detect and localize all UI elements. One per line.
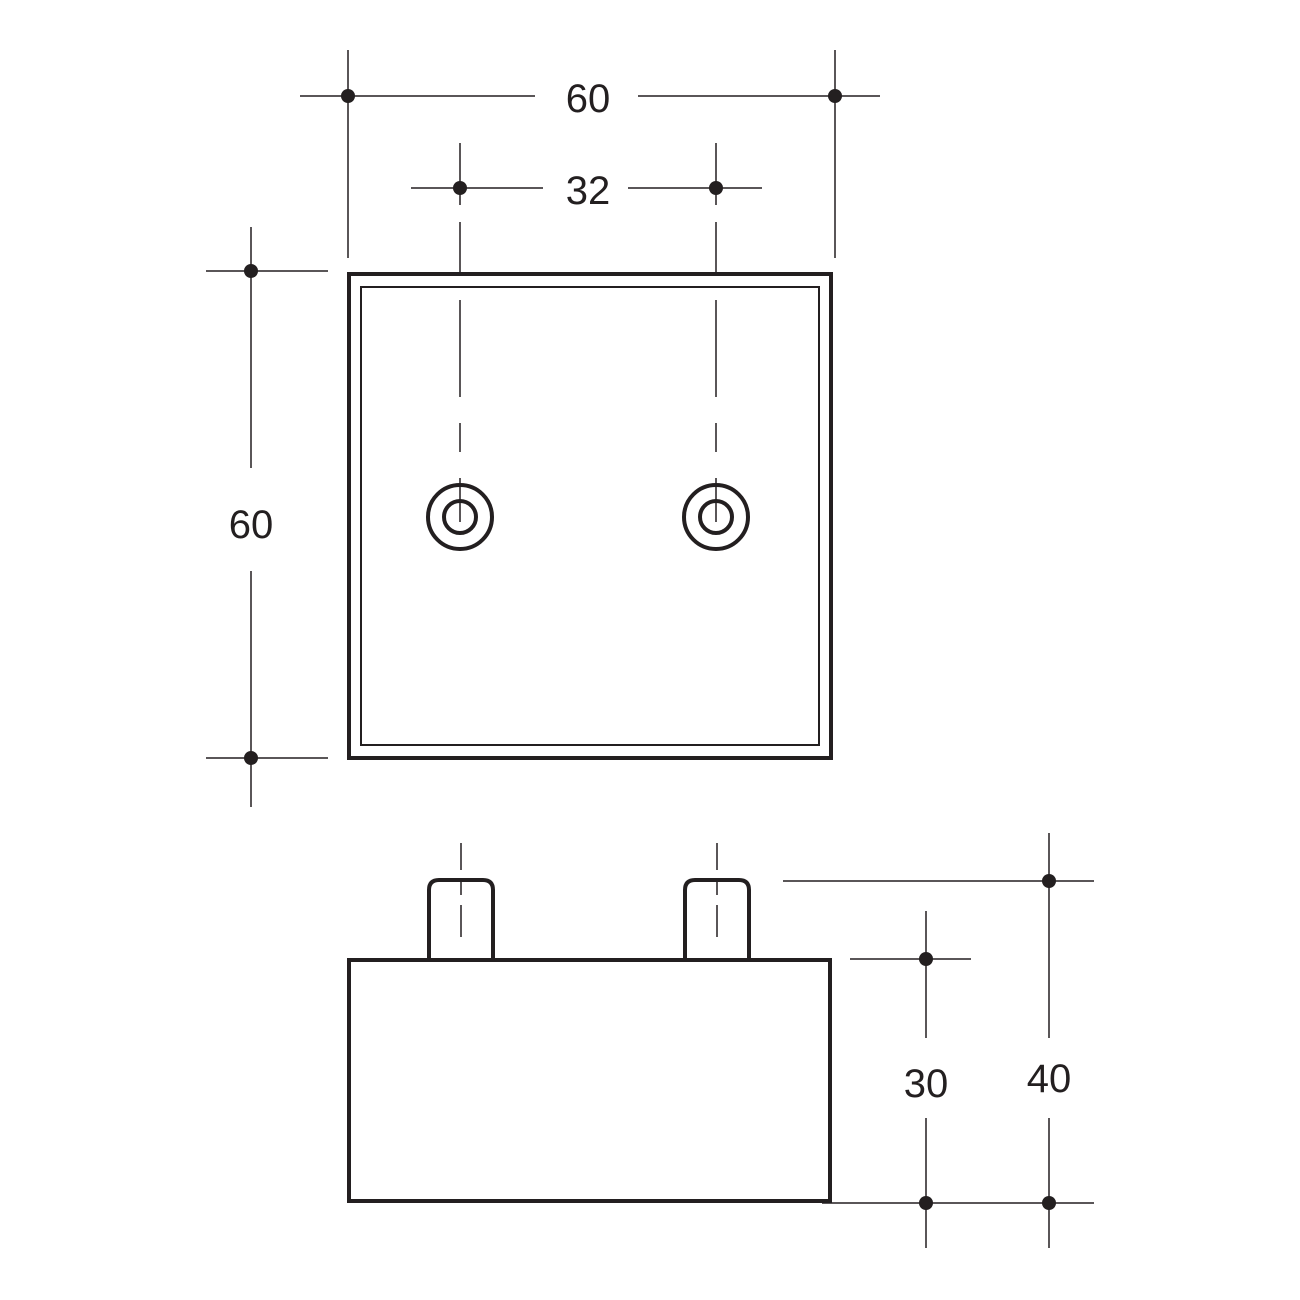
peg-left (427, 878, 495, 960)
plate-outline (347, 272, 833, 760)
total-height-dimension-label: 40 (1027, 1057, 1072, 1101)
block-body (347, 958, 832, 1203)
dimension-dots (244, 89, 1056, 1210)
body-height-dimension-label: 30 (904, 1062, 949, 1106)
plate-inner-edge (360, 286, 820, 746)
dimension-lines-side (783, 833, 1094, 1248)
peg-right (683, 878, 751, 960)
height-dimension-label: 60 (229, 503, 274, 547)
centerlines (459, 143, 718, 937)
hole-spacing-dimension-label: 32 (566, 169, 611, 213)
dimension-lines-top (206, 50, 880, 807)
width-dimension-label: 60 (566, 77, 611, 121)
